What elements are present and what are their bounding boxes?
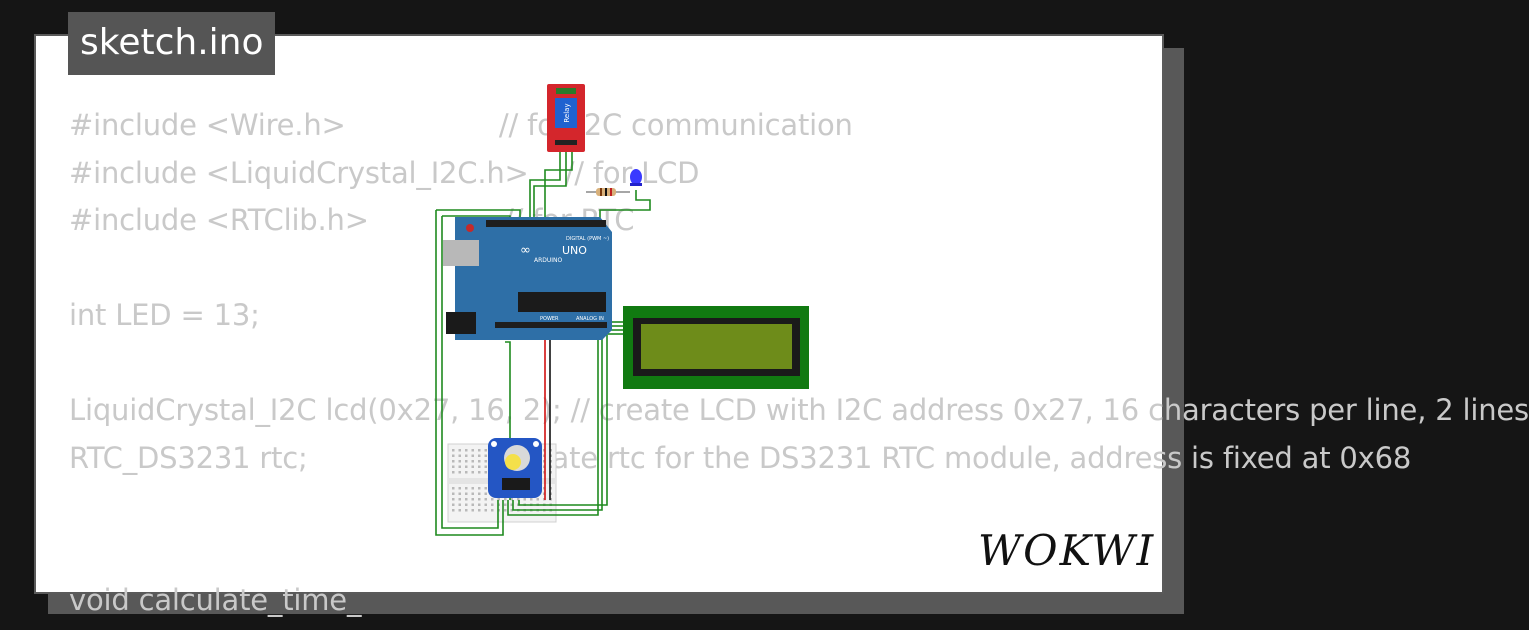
code-line: void calculate_time_ <box>69 583 362 617</box>
code-preview-card: #include <Wire.h> // for I2C communicati… <box>34 34 1529 617</box>
code-line <box>69 530 1529 578</box>
code-line <box>69 482 1529 530</box>
code-line: LiquidCrystal_I2C lcd(0x27, 16, 2); // c… <box>69 393 1529 427</box>
code-line <box>69 340 1529 388</box>
file-tab[interactable]: sketch.ino <box>68 12 276 75</box>
file-tab-label: sketch.ino <box>80 22 264 63</box>
code-line: int LED = 13; <box>69 298 260 332</box>
code-line: RTC_DS3231 rtc; // create rtc for the DS… <box>69 440 1412 475</box>
wokwi-logo: WOKWI <box>978 526 1156 575</box>
code-editor: #include <Wire.h> // for I2C communicati… <box>69 102 1529 625</box>
code-line: #include <RTClib.h> // for RTC <box>69 203 635 237</box>
code-line: #include <LiquidCrystal_I2C.h> // for LC… <box>69 155 700 190</box>
code-line: #include <Wire.h> // for I2C communicati… <box>69 108 853 142</box>
code-line <box>69 245 1529 293</box>
